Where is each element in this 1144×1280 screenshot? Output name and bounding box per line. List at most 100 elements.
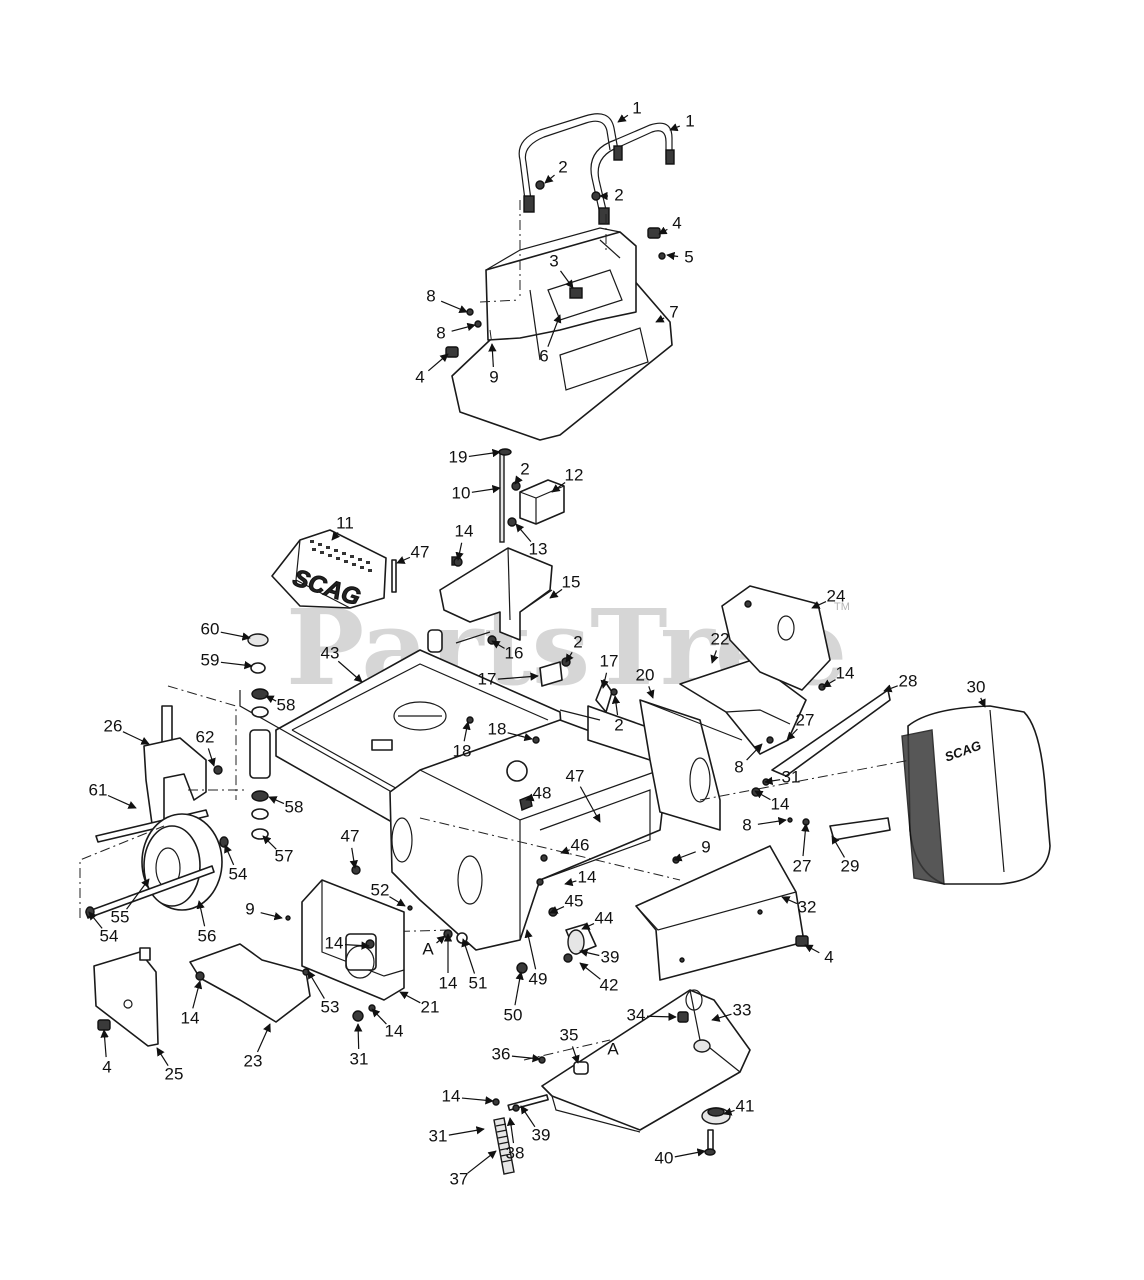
callout-c39a[interactable]: 39 (579, 947, 619, 966)
callout-c18b[interactable]: 18 (453, 721, 472, 760)
callout-c4d[interactable]: 4 (100, 1029, 112, 1076)
callout-c14e[interactable]: 14 (325, 933, 370, 952)
callout-c61[interactable]: 61 (89, 780, 137, 809)
callout-c24[interactable]: 24 (811, 586, 845, 609)
callout-c20[interactable]: 20 (636, 665, 655, 699)
callout-c13[interactable]: 13 (515, 523, 547, 558)
callout-c28[interactable]: 28 (883, 671, 917, 693)
callout-c17b[interactable]: 17 (600, 651, 619, 689)
callout-c2e[interactable]: 2 (611, 695, 624, 734)
callout-c10[interactable]: 10 (452, 483, 501, 502)
callout-c41[interactable]: 41 (723, 1096, 754, 1116)
callout-cA1[interactable]: A (422, 935, 446, 958)
callout-c8b[interactable]: 8 (436, 322, 476, 342)
callout-c34[interactable]: 34 (627, 1005, 677, 1024)
callout-c31b[interactable]: 31 (350, 1023, 369, 1068)
callout-c56[interactable]: 56 (196, 900, 217, 945)
callout-c4a[interactable]: 4 (658, 213, 682, 235)
callout-c39b[interactable]: 39 (520, 1105, 550, 1144)
callout-c14i[interactable]: 14 (442, 1086, 494, 1105)
callout-c52[interactable]: 52 (371, 880, 406, 907)
callout-c8d[interactable]: 8 (742, 815, 787, 834)
callout-c60[interactable]: 60 (201, 619, 251, 641)
callout-label: 8 (436, 323, 445, 342)
callout-c27b[interactable]: 27 (793, 823, 812, 875)
callout-c30[interactable]: 30 (967, 677, 986, 708)
callout-c14g[interactable]: 14 (181, 980, 203, 1027)
callout-c1a[interactable]: 1 (617, 98, 642, 123)
callout-c16[interactable]: 16 (491, 640, 523, 662)
callout-c11[interactable]: 11 (331, 513, 354, 541)
callout-label: 44 (595, 908, 614, 927)
callout-c38[interactable]: 38 (506, 1117, 525, 1162)
callout-c36[interactable]: 36 (492, 1044, 541, 1063)
callout-c23[interactable]: 23 (244, 1023, 271, 1070)
callout-c57[interactable]: 57 (262, 835, 293, 865)
callout-c25[interactable]: 25 (156, 1047, 183, 1083)
callout-c50[interactable]: 50 (504, 971, 524, 1024)
callout-c47a[interactable]: 47 (396, 542, 429, 564)
callout-c44[interactable]: 44 (581, 908, 614, 930)
callout-c46[interactable]: 46 (560, 835, 589, 854)
callout-c2c[interactable]: 2 (514, 459, 530, 485)
callout-c8c[interactable]: 8 (734, 743, 763, 776)
callout-c37[interactable]: 37 (450, 1150, 497, 1188)
callout-c12[interactable]: 12 (551, 465, 583, 493)
callout-c14a[interactable]: 14 (455, 521, 474, 561)
callout-c22[interactable]: 22 (710, 629, 730, 664)
callout-c49[interactable]: 49 (524, 929, 547, 988)
callout-c33[interactable]: 33 (711, 1000, 751, 1022)
callout-c14b[interactable]: 14 (822, 663, 854, 688)
callout-c59[interactable]: 59 (201, 650, 253, 669)
callout-c48[interactable]: 48 (525, 783, 551, 802)
callout-label: 15 (562, 572, 581, 591)
callout-c54a[interactable]: 54 (224, 844, 247, 883)
callout-c2b[interactable]: 2 (599, 185, 624, 204)
callout-c14f[interactable]: 14 (439, 933, 458, 992)
callout-c62[interactable]: 62 (196, 727, 216, 767)
callout-c4c[interactable]: 4 (804, 944, 834, 966)
callout-c51[interactable]: 51 (461, 938, 487, 992)
callout-c14d[interactable]: 14 (564, 867, 596, 886)
callout-c40[interactable]: 40 (655, 1148, 706, 1167)
callout-c9a[interactable]: 9 (488, 343, 499, 386)
callout-c47c[interactable]: 47 (341, 826, 360, 869)
callout-c1b[interactable]: 1 (669, 111, 695, 132)
callout-c14c[interactable]: 14 (754, 790, 789, 813)
callout-c14h[interactable]: 14 (371, 1008, 403, 1040)
callout-c18a[interactable]: 18 (488, 719, 533, 742)
callout-c5[interactable]: 5 (666, 247, 694, 266)
callout-c47b[interactable]: 47 (566, 766, 601, 823)
callout-c53[interactable]: 53 (307, 970, 339, 1016)
callout-c45[interactable]: 45 (549, 891, 583, 914)
callout-c15[interactable]: 15 (549, 572, 581, 599)
callout-c35[interactable]: 35 (560, 1025, 580, 1064)
callout-c27a[interactable]: 27 (786, 710, 814, 741)
callout-c55[interactable]: 55 (111, 878, 150, 926)
callout-c17a[interactable]: 17 (478, 669, 539, 688)
callout-c29[interactable]: 29 (831, 835, 859, 875)
callout-c21[interactable]: 21 (399, 991, 439, 1016)
callout-c58b[interactable]: 58 (268, 796, 303, 816)
callout-c42[interactable]: 42 (579, 962, 618, 994)
callout-c2d[interactable]: 2 (565, 632, 583, 663)
callout-c4b[interactable]: 4 (415, 353, 449, 386)
callout-c6[interactable]: 6 (539, 314, 562, 365)
callout-c31a[interactable]: 31 (764, 767, 800, 786)
callout-c31c[interactable]: 31 (429, 1126, 485, 1145)
callout-leader (256, 1023, 271, 1053)
callout-c54b[interactable]: 54 (88, 911, 118, 945)
callout-cA2[interactable]: A (607, 1039, 619, 1058)
callout-c26[interactable]: 26 (104, 716, 150, 745)
callout-c9c[interactable]: 9 (245, 899, 283, 921)
callout-c58a[interactable]: 58 (265, 695, 295, 714)
callout-c32[interactable]: 32 (781, 896, 816, 916)
callout-c2a[interactable]: 2 (544, 157, 568, 184)
callout-c8a[interactable]: 8 (426, 286, 468, 313)
callout-c7[interactable]: 7 (655, 302, 679, 323)
callout-leader (100, 1029, 109, 1058)
callout-c43[interactable]: 43 (321, 643, 363, 683)
callout-c9b[interactable]: 9 (673, 837, 711, 862)
callout-c19[interactable]: 19 (449, 447, 501, 466)
callout-c3[interactable]: 3 (549, 251, 574, 289)
